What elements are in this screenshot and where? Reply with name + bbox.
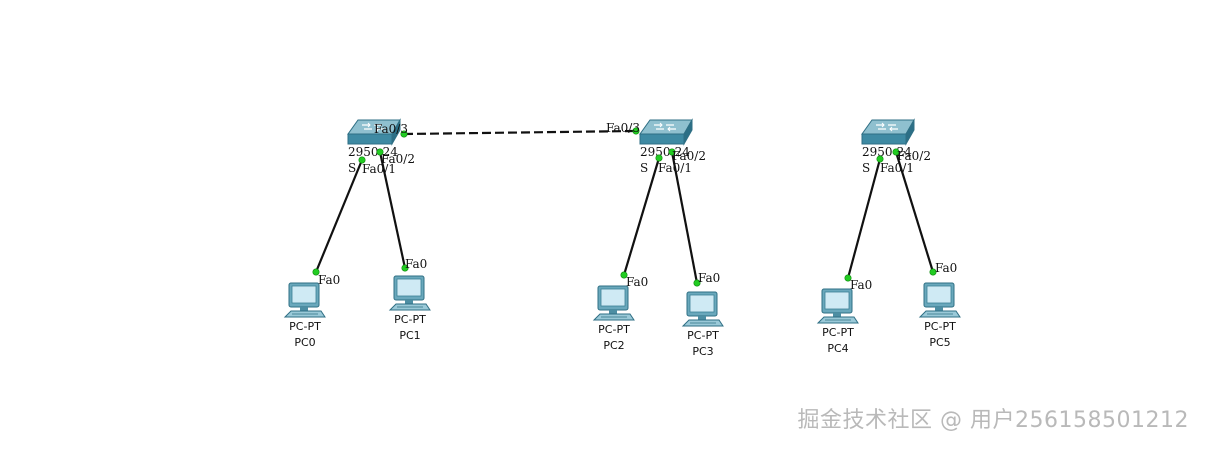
port-status-indicator <box>844 274 852 282</box>
link-sw2-pc4 <box>846 158 882 279</box>
port-label: Fa0 <box>935 261 957 275</box>
port-label: Fa0/1 <box>880 161 914 175</box>
switch-model-label: 2950-24 <box>348 145 398 159</box>
pc-icon[interactable] <box>389 275 431 311</box>
pc-name-label: PC2 <box>603 339 624 352</box>
port-status-indicator <box>358 156 366 164</box>
switch-name-label: S <box>348 161 356 175</box>
pc-name-label: PC0 <box>294 336 315 349</box>
port-label: Fa0/3 <box>374 122 408 136</box>
pc-name-label: PC1 <box>399 329 420 342</box>
port-status-indicator <box>655 154 663 162</box>
port-label: Fa0 <box>626 275 648 289</box>
port-label: Fa0/2 <box>672 149 706 163</box>
port-status-indicator <box>693 279 701 287</box>
port-label: Fa0 <box>698 271 720 285</box>
switch-icon[interactable] <box>639 119 693 145</box>
port-label: Fa0/1 <box>362 162 396 176</box>
pc-type-label: PC-PT <box>687 329 719 342</box>
pc-type-label: PC-PT <box>924 320 956 333</box>
switch-name-label: S <box>640 161 648 175</box>
port-status-indicator <box>400 130 408 138</box>
port-status-indicator <box>620 271 628 279</box>
port-status-indicator <box>929 268 937 276</box>
port-label: Fa0/2 <box>381 152 415 166</box>
port-status-indicator <box>892 148 900 156</box>
pc-icon[interactable] <box>817 288 859 324</box>
port-status-indicator <box>632 127 640 135</box>
link-sw1-pc3 <box>670 151 699 284</box>
port-label: Fa0 <box>318 273 340 287</box>
pc-type-label: PC-PT <box>598 323 630 336</box>
pc-icon[interactable] <box>919 282 961 318</box>
labels-layer: 2950-24S 2950-24S 2950-24S PC-PT PC0 PC-PT PC1… <box>289 121 957 358</box>
pc-name-label: PC4 <box>827 342 848 355</box>
switch-icon[interactable] <box>861 119 915 145</box>
link-sw0-pc1 <box>378 151 407 269</box>
port-status-indicator <box>401 264 409 272</box>
pc-icon[interactable] <box>284 282 326 318</box>
pc-type-label: PC-PT <box>394 313 426 326</box>
port-label: Fa0 <box>850 278 872 292</box>
port-status-indicator <box>312 268 320 276</box>
links-layer <box>314 129 935 284</box>
pc-name-label: PC3 <box>692 345 713 358</box>
link-sw2-pc5 <box>894 151 935 273</box>
port-label: Fa0 <box>405 257 427 271</box>
pc-type-label: PC-PT <box>822 326 854 339</box>
port-status-indicator <box>668 148 676 156</box>
port-label: Fa0/2 <box>897 149 931 163</box>
switch-model-label: 2950-24 <box>862 145 912 159</box>
switch-model-label: 2950-24 <box>640 145 690 159</box>
watermark-text: 掘金技术社区 @ 用户256158501212 <box>797 408 1189 433</box>
pc-icon[interactable] <box>593 285 635 321</box>
port-label: Fa0/3 <box>606 121 640 135</box>
pc-icon[interactable] <box>682 291 724 327</box>
pc-type-label: PC-PT <box>289 320 321 333</box>
port-status-indicator <box>376 148 384 156</box>
port-status-indicator <box>876 155 884 163</box>
link-sw0-pc0 <box>314 159 364 273</box>
link-sw0-sw1 <box>403 129 637 136</box>
link-sw1-pc2 <box>622 157 661 276</box>
port-label: Fa0/1 <box>658 161 692 175</box>
pc-name-label: PC5 <box>929 336 950 349</box>
switch-name-label: S <box>862 161 870 175</box>
